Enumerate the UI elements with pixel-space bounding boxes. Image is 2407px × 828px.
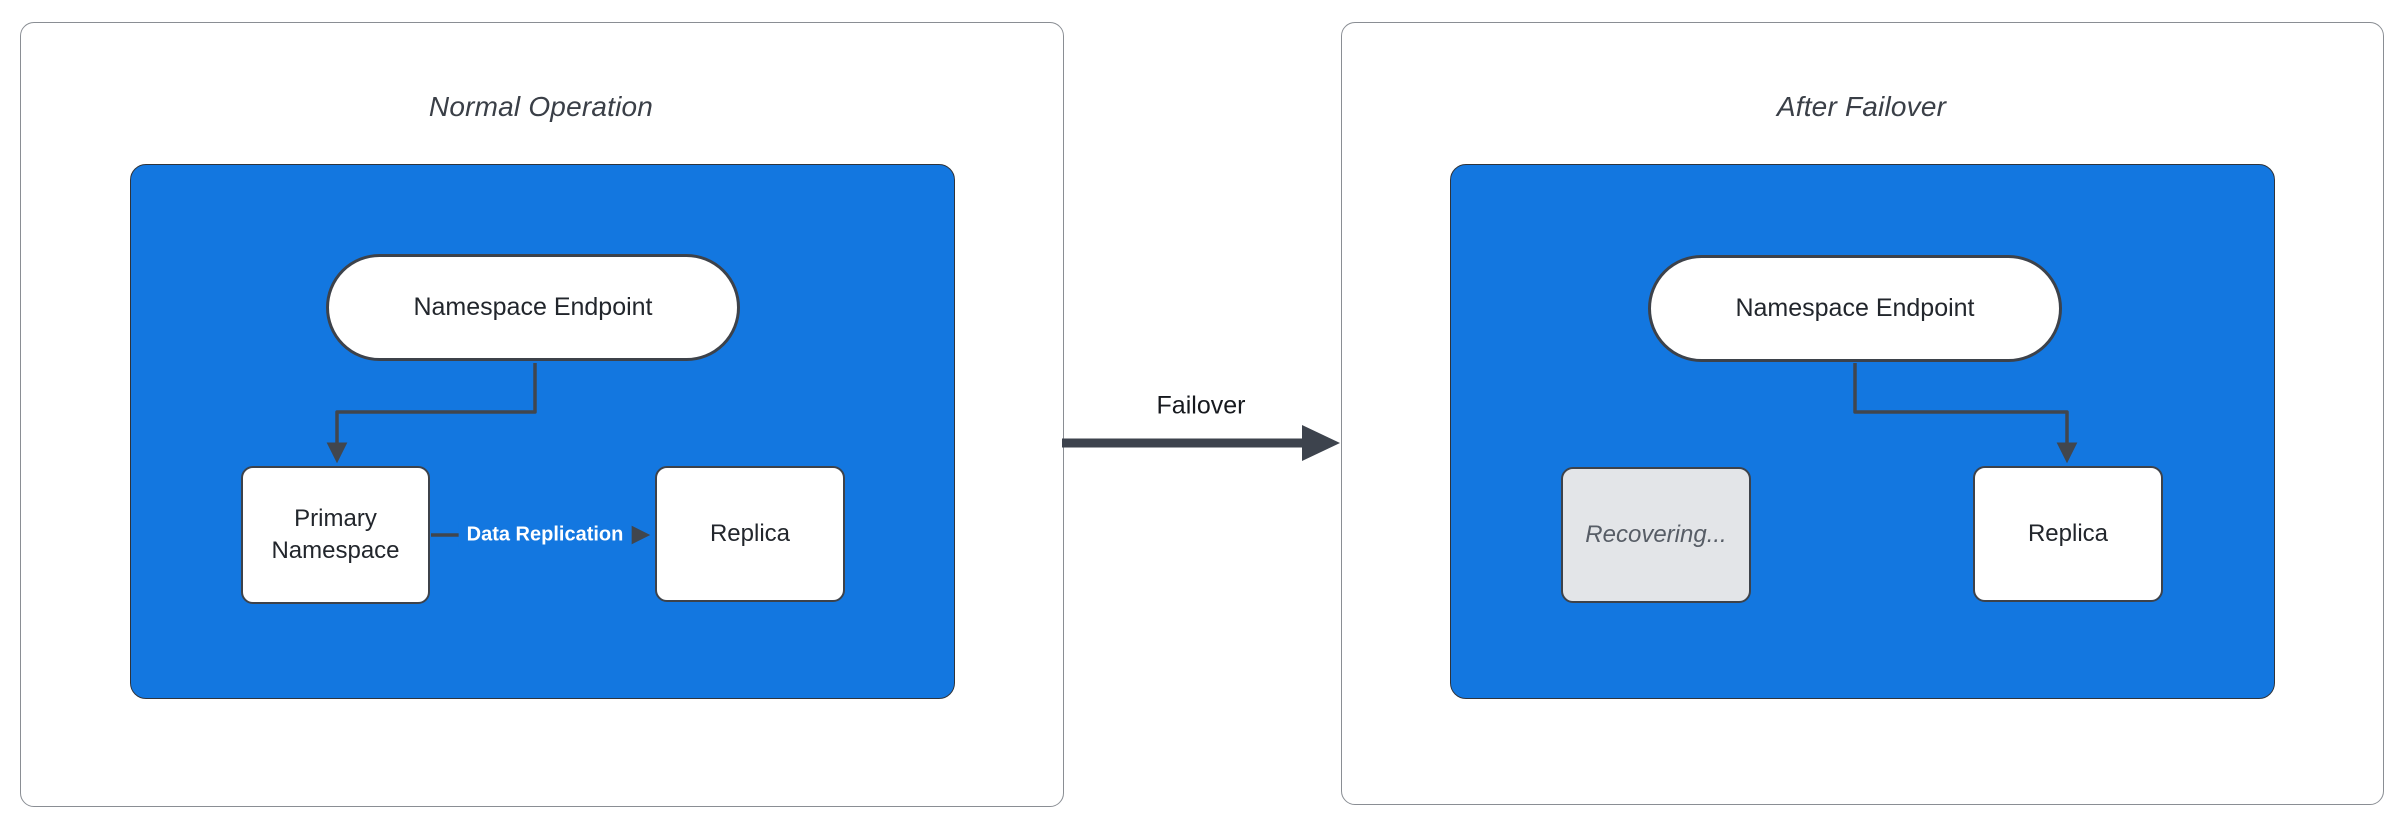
- failover-replica-label: Replica: [2027, 519, 2109, 547]
- failover-replica-node: Replica: [1973, 466, 2163, 602]
- primary-namespace-label: Primary Namespace: [271, 504, 400, 564]
- failover-label: Failover: [1156, 391, 1246, 420]
- failover-arrow-head: [1302, 425, 1340, 461]
- failover-namespace-endpoint-label: Namespace Endpoint: [1735, 293, 1975, 322]
- primary-namespace-node: Primary Namespace: [241, 466, 430, 604]
- normal-namespace-group-box: [130, 164, 955, 699]
- normal-replica-label: Replica: [709, 519, 791, 547]
- failover-namespace-group-box: [1450, 164, 2275, 699]
- recovering-node: Recovering...: [1561, 467, 1751, 603]
- normal-namespace-endpoint-node: Namespace Endpoint: [326, 254, 740, 361]
- replication-label: Data Replication: [458, 521, 632, 549]
- after-failover-title: After Failover: [1776, 91, 1947, 122]
- normal-namespace-endpoint-label: Namespace Endpoint: [413, 292, 653, 321]
- normal-replica-node: Replica: [655, 466, 845, 602]
- failover-namespace-endpoint-node: Namespace Endpoint: [1648, 255, 2062, 362]
- recovering-label: Recovering...: [1585, 520, 1727, 548]
- normal-operation-title: Normal Operation: [428, 91, 654, 122]
